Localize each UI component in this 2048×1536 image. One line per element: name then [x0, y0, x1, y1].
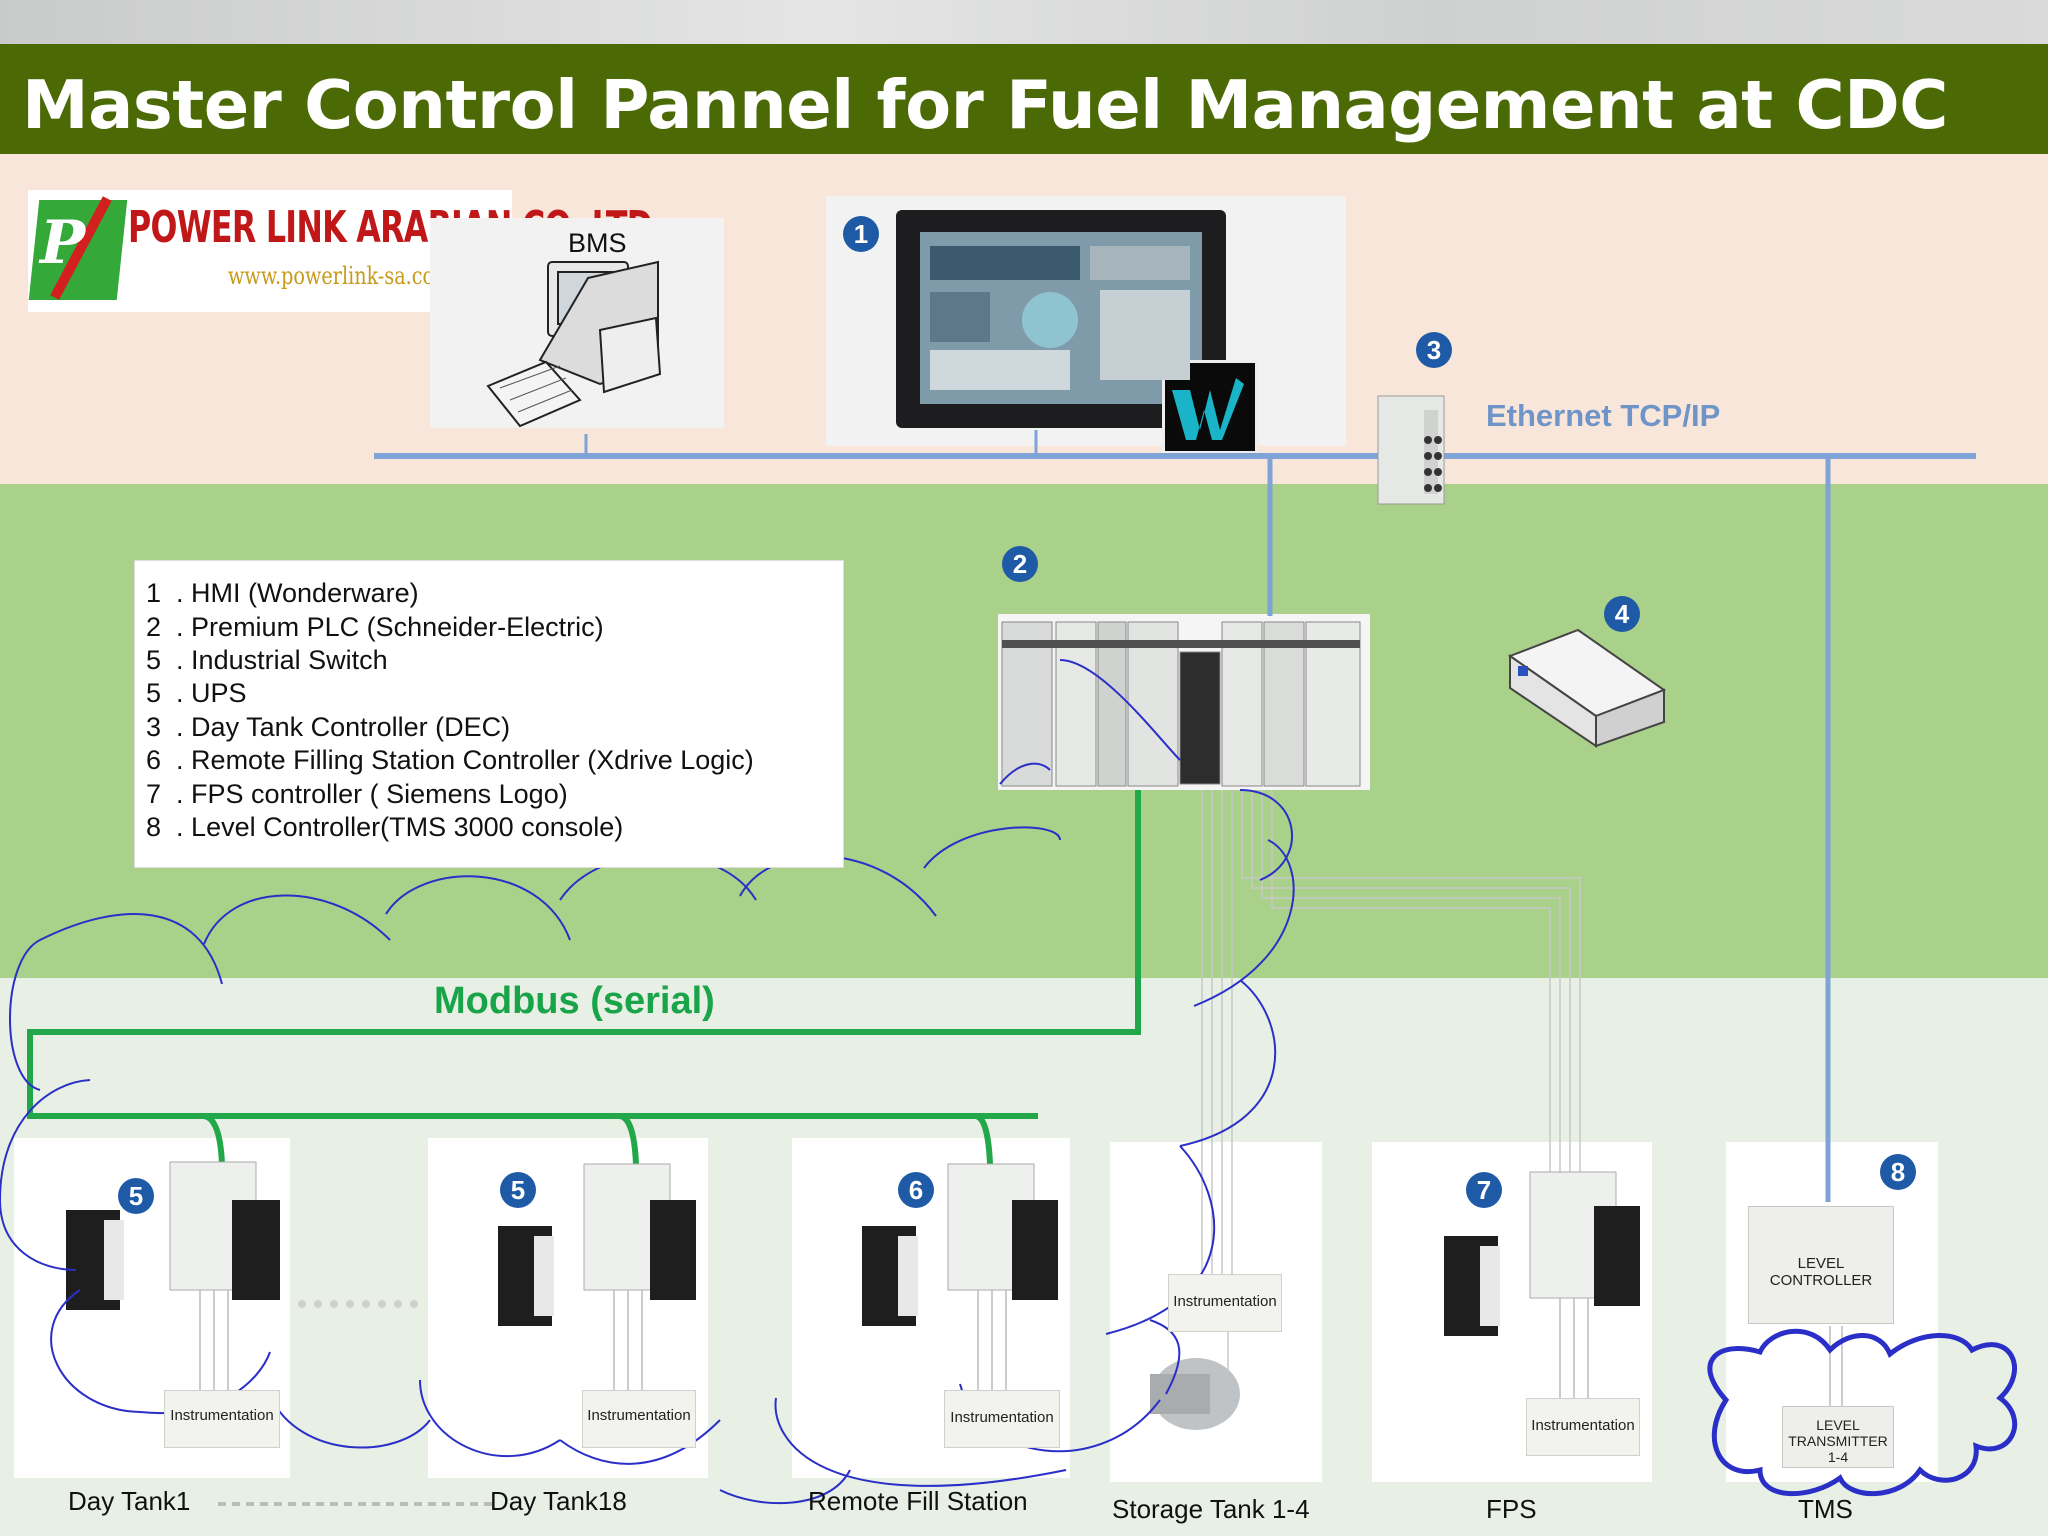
badge-ups: 4	[1604, 596, 1640, 632]
pump-motor-icon	[1150, 1358, 1240, 1430]
day-tank18-controller-icon	[498, 1163, 696, 1326]
modbus-line	[27, 790, 1141, 1165]
remote-fill-controller-icon	[862, 1163, 1058, 1326]
badge-hmi: 1	[843, 216, 879, 252]
tms-cloud-outline	[1707, 1328, 2018, 1497]
legend-item: 5 . UPS	[146, 678, 247, 708]
logo-url: www.powerlink-sa.com	[228, 262, 453, 290]
page-title: Master Control Pannel for Fuel Managemen…	[22, 66, 1948, 144]
logo-monogram: P	[40, 208, 86, 278]
level-transmitter-box: LEVEL TRANSMITTER 1-4	[1782, 1406, 1894, 1468]
instrumentation-box-remote-fill: Instrumentation	[944, 1390, 1060, 1448]
station-label-tms: TMS	[1798, 1494, 1853, 1524]
instrument-wires	[1201, 790, 1581, 1380]
station-label-day-tank1: Day Tank1	[68, 1486, 191, 1516]
instrumentation-box-day-tank1: Instrumentation	[164, 1390, 280, 1448]
ups-icon	[1507, 628, 1667, 748]
ethernet-bus	[374, 430, 1976, 1202]
instrumentation-box-storage: Instrumentation	[1168, 1274, 1282, 1332]
legend-item: 3 . Day Tank Controller (DEC)	[146, 712, 511, 742]
station-label-storage: Storage Tank 1-4	[1112, 1494, 1310, 1524]
legend-item: 8 . Level Controller(TMS 3000 console)	[146, 812, 624, 842]
instrumentation-box-fps: Instrumentation	[1526, 1398, 1640, 1456]
legend-item: 1 . HMI (Wonderware)	[146, 578, 419, 608]
modbus-label: Modbus (serial)	[434, 980, 715, 1022]
station-label-day-tank18: Day Tank18	[490, 1486, 627, 1516]
wonderware-w-icon	[1172, 378, 1244, 440]
plc-modules-icon	[1001, 621, 1361, 787]
badge-tms: 8	[1880, 1154, 1916, 1190]
fps-controller-icon	[1444, 1171, 1640, 1336]
badge-day-tank18: 5	[500, 1172, 536, 1208]
hmi-screen-content	[930, 246, 1190, 390]
bms-label: BMS	[568, 228, 627, 258]
legend-item: 7 . FPS controller ( Siemens Logo)	[146, 779, 568, 809]
station-label-remote-fill: Remote Fill Station	[808, 1486, 1028, 1516]
industrial-switch-icon	[1377, 395, 1445, 505]
computer-icon	[486, 260, 662, 428]
title-bar	[0, 44, 2048, 154]
badge-day-tank1: 5	[118, 1178, 154, 1214]
badge-remote-fill: 6	[898, 1172, 934, 1208]
dotted-connectors	[298, 1300, 418, 1308]
day-tank1-controller-icon	[66, 1161, 280, 1310]
top-strip	[0, 0, 2048, 44]
station-label-fps: FPS	[1486, 1494, 1537, 1524]
legend-item: 2 . Premium PLC (Schneider-Electric)	[146, 612, 604, 642]
level-controller-box: LEVEL CONTROLLER	[1748, 1206, 1894, 1324]
badge-switch: 3	[1416, 332, 1452, 368]
instrumentation-box-day-tank18: Instrumentation	[582, 1390, 696, 1448]
legend-box	[134, 560, 844, 868]
badge-plc: 2	[1002, 546, 1038, 582]
badge-fps: 7	[1466, 1172, 1502, 1208]
legend-item: 5 . Industrial Switch	[146, 645, 388, 675]
ethernet-label: Ethernet TCP/IP	[1486, 398, 1721, 433]
legend-item: 6 . Remote Filling Station Controller (X…	[146, 745, 754, 775]
